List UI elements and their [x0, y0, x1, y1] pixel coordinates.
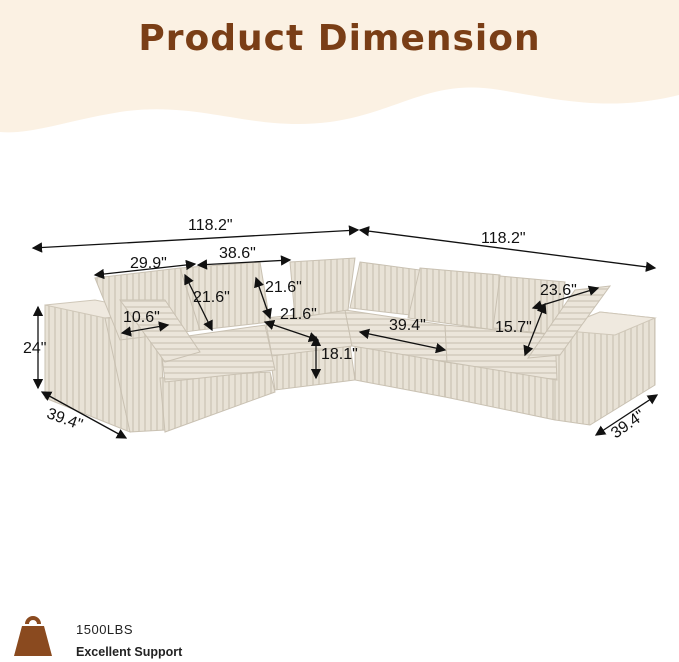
dim-right-total-width: 118.2" — [481, 230, 526, 247]
sofa-illustration — [31, 225, 659, 439]
dim-pillow-height: 15.7" — [495, 319, 532, 336]
back-cushion-3 — [289, 257, 356, 319]
back-cushion-4 — [349, 261, 421, 316]
dim-arm-width: 10.6" — [123, 309, 160, 326]
dim-seat-depth: 21.6" — [280, 306, 317, 323]
dim-back-cushion-height-mid: 21.6" — [265, 279, 302, 296]
weight-icon — [14, 616, 52, 656]
dim-corner-seat-width: 39.4" — [389, 317, 426, 334]
dimension-lines — [31, 225, 659, 439]
dim-cushion-width: 29.9" — [130, 255, 167, 272]
dim-seat-width: 38.6" — [219, 245, 256, 262]
dim-back-pillow-width: 23.6" — [540, 282, 577, 299]
dim-overall-height: 24" — [23, 340, 47, 357]
dim-left-total-width: 118.2" — [188, 217, 233, 234]
weight-caption: Excellent Support — [76, 645, 183, 659]
header-banner — [0, 0, 679, 133]
dim-back-cushion-height-left: 21.6" — [193, 289, 230, 306]
page-title: Product Dimension — [138, 18, 541, 59]
dim-seat-height: 18.1" — [321, 346, 358, 363]
back-cushion-5 — [407, 267, 501, 331]
weight-capacity: 1500LBS — [76, 622, 133, 637]
